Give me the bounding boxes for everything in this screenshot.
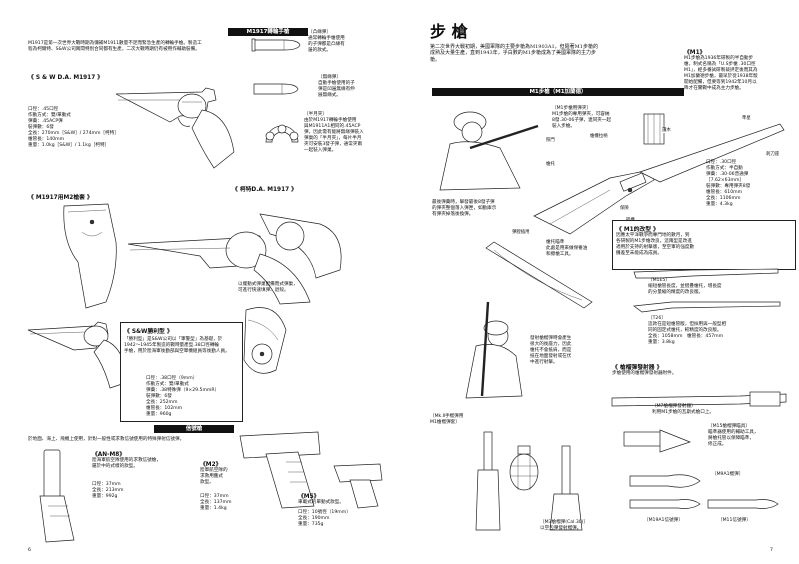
left-page-number: 6: [28, 548, 31, 553]
half-moon-clip-illustration: [265, 124, 299, 143]
rimmed-round-box: 〔凸緣彈〕通常轉輪手槍使用的子彈都是凸緣有邊的款式。: [308, 30, 345, 53]
m1-variants-text: 因應太平洋戰爭而專門地的數月，到各研製的M1步槍改良，這兩型是改進適用於支持的射…: [616, 233, 695, 256]
m2-holster-illustration: [63, 203, 117, 309]
rifle-section-title: 步 槍: [430, 22, 468, 41]
anm8-flare-gun-illustration: [39, 449, 75, 543]
m19a1-caption: 〔M19A1信號彈〕: [644, 518, 683, 523]
m1-variants-box[interactable]: 《 M1的改型 》 因應太平洋戰爭而專門地的數月，到各研製的M1步槍改良，這兩型…: [612, 220, 796, 270]
t26-rifle-illustration: [633, 301, 781, 313]
colt-m1917-revolver-illustration: [127, 213, 342, 305]
m15-sight-illustration: [623, 429, 692, 453]
m3-grenade-illustration: [549, 445, 583, 531]
sw-m1917-specs: 口徑：.45口徑作動方式：雙/單動式彈藥：.45ACP彈裝彈數：6發全長：270…: [28, 107, 119, 148]
hand-reloading-illustration: [243, 307, 287, 374]
rimless-round-box: 〔無緣彈〕自動手槍使用的子彈是凹邊無緣有伸展無緣式。: [318, 75, 355, 98]
m7-launcher-on-rifle-illustration: [611, 391, 787, 407]
m1-bar: M1步槍（M1加蘭德）: [432, 88, 684, 96]
sw-m1917-title: 《 S & W D.A. M1917 》: [28, 75, 104, 81]
flare-gun-intro: 於地面、海上、飛機上使用，針對一般性或求救信號使用的特殊彈射信號彈。: [28, 437, 185, 442]
victory-title: 《 S&W勝利型 》: [124, 329, 173, 335]
m1-label-safety: 保險: [620, 206, 629, 211]
colt-swing-note: 以擺動式彈巢配備而式彈巢，可進行快速填彈、退殼。: [238, 282, 298, 293]
victory-specs: 口徑：.38口徑（9mm）作動方式：雙/單動式彈藥：.38特殊彈（9×29.5m…: [146, 376, 220, 417]
t26-box: 〔T26〕這款在是短槍管版，但採用與一般型相同的固定式槍托，較精度的改良版。 全…: [648, 316, 727, 345]
m1-label-rear-sight: 照門: [546, 138, 555, 143]
m2-flare-gun-illustration: [239, 431, 321, 509]
m15-caption: 〔M15槍榴彈瞄具〕瞄準器使用的輔助工具，將槍托管以保障瞄準，修正成。: [708, 424, 759, 447]
m2-holster-title: 《 M1917用M2槍套 》: [28, 195, 93, 201]
rifle-sling-illustration: [485, 241, 593, 309]
m1-label-bayonet-lug: 刺刀座: [766, 152, 780, 157]
sw-m1917-revolver-illustration: [115, 87, 235, 169]
m1e5-box: 〔M1E5〕縮短槍管長度，並摺疊槍托，增長度的分量縮的精度的改良版。: [648, 278, 722, 295]
m3-caption: 〔M3槍榴彈(Cal.30)〕以空包彈發射榴彈。: [540, 520, 589, 531]
soldier-aiming-illustration: [439, 111, 539, 191]
m1-label-stock: 槍托: [546, 162, 555, 167]
mk2-grenade-adapter-illustration: [475, 431, 501, 531]
m1-label-handguard: 護木: [662, 128, 671, 133]
m1-variants-title: 《 M1的改型 》: [616, 227, 659, 233]
m9a1-caption: 〔M9A1榴彈〕: [712, 472, 744, 477]
sling-box: 槍托瞄準此處是用來做保養油和擦槍工具。: [546, 240, 588, 257]
rifle-intro: 第二次世界大戰初期，美國軍隊的主要步槍為M1903A1，但隨著M1步槍的成熟及大…: [430, 44, 598, 63]
m1-label-chamber: 彈膛插用: [512, 230, 530, 235]
m7-caption: 〔M7槍榴彈發射器〕利用M1步槍的瓦斯式槍口上。: [652, 404, 715, 415]
left-page: M1917轉輪手槍 M1917是第一次世界大戰時期為彌補M1911數量不足而緊急…: [0, 0, 399, 564]
soldier-firing-grenade-illustration: [465, 301, 523, 399]
m1917-bar: M1917轉輪手槍: [228, 28, 308, 36]
m1e5-rifle-illustration: [633, 268, 779, 279]
m9a1-grenade-illustration: [629, 474, 701, 488]
colt-m1917-title: 《 柯特D.A. M1917 》: [232, 187, 297, 193]
flare-gun-bar: 信號槍: [154, 425, 234, 433]
m1-garand-rifle-illustration: [533, 123, 785, 235]
m1-box: 《M1》 M1步槍為1936年研製的半自動步槍，制式名稱為「U.S步槍 .30口…: [684, 50, 758, 91]
rimmed-cartridge-illustration: [251, 38, 301, 52]
m19a1-signal-illustration: [629, 499, 701, 509]
m1-label-front-sight: 準星: [742, 116, 751, 121]
grenade-text: 發射槍榴彈時會產生很大的後座力，因此槍托不會抵肩，而是抵在地面發射或在伏中進行射…: [530, 336, 572, 365]
empty-clip-text: 最後彈藥時，擊發最後8發子彈的彈夾整個落入彈匣，如動庫示有彈夾掉落後換彈。: [432, 200, 497, 217]
right-page-number: 7: [770, 548, 773, 553]
anm8-box: 《AN-M8》 陸海軍航空隊使用的求救信號槍，屬於中的式樣的款型。 口徑：37m…: [92, 452, 161, 499]
m1-specs: 口徑：.30口徑作動方式：半自動彈藥：.30-06普通彈［7.62×63mm］裝…: [706, 160, 751, 207]
right-page: 步 槍 第二次世界大戰初期，美國軍隊的主要步槍為M1903A1，但隨著M1步槍的…: [400, 0, 799, 564]
rimless-cartridge-illustration: [253, 83, 299, 95]
m1917-intro: M1917是第一次世界大戰時期為彌補M1911數量不足而緊急生產的轉輪手槍。製造…: [28, 41, 202, 52]
launcher-box: 《 槍榴彈發射器 》 步槍使用的槍榴彈發射器附件。: [612, 365, 677, 376]
m11-signal-illustration: [707, 499, 779, 509]
m1-label-bolt: 槍機拉柄: [590, 134, 608, 139]
sw-victory-revolver-illustration: [27, 321, 129, 389]
m11-caption: 〔M11信號彈〕: [718, 518, 751, 523]
m5-flare-gun-illustration: [333, 463, 383, 509]
mk2-grenade-illustration: [509, 445, 539, 491]
